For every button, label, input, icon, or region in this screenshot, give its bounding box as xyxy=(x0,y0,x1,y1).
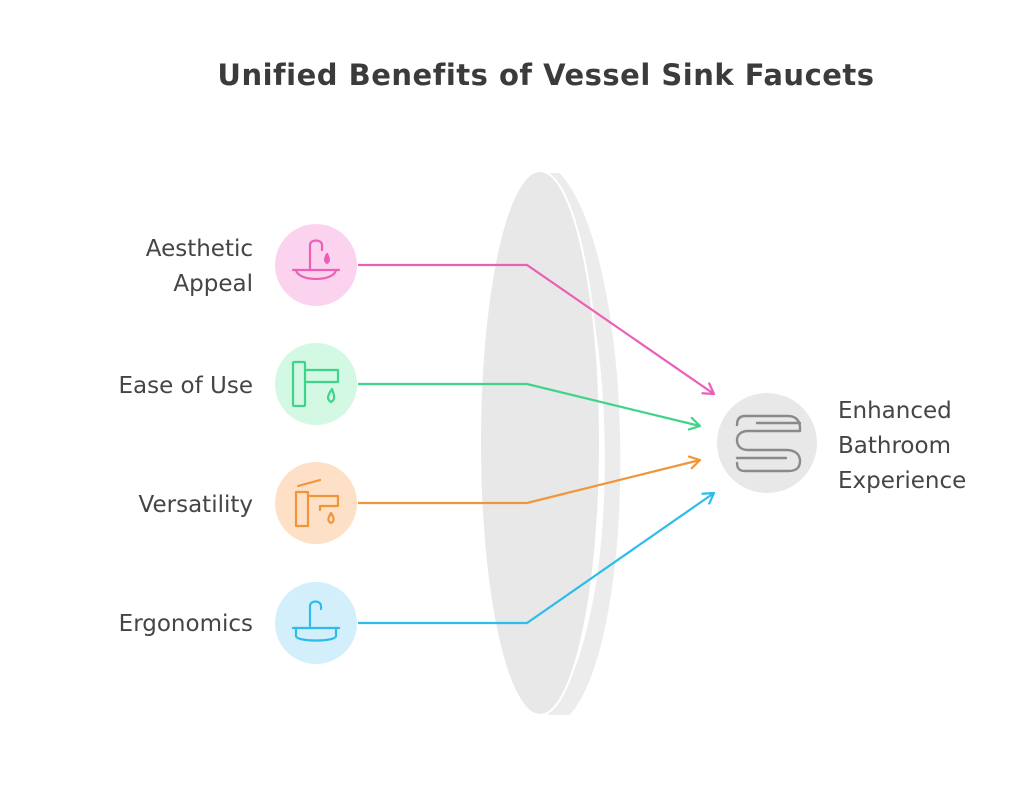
label-line: Ease of Use xyxy=(118,373,253,399)
label-line: Experience xyxy=(838,468,967,494)
tap-drop-icon xyxy=(294,478,340,528)
node-enhanced-bathroom-experience xyxy=(717,393,817,493)
input-label-ergonomics: Ergonomics xyxy=(119,607,253,642)
label-line: Versatility xyxy=(138,492,253,518)
label-line: Appeal xyxy=(173,271,253,297)
label-line: Aesthetic xyxy=(145,236,253,262)
sink-faucet-drop-icon xyxy=(291,239,341,281)
connector-aesthetic-appeal xyxy=(358,263,714,394)
input-label-aesthetic-appeal: Aesthetic Appeal xyxy=(146,232,253,302)
faucet-drop-icon xyxy=(291,360,340,408)
connector-ease-of-use xyxy=(358,382,700,426)
connector-versatility xyxy=(358,460,700,505)
input-label-versatility: Versatility xyxy=(139,488,253,523)
lens xyxy=(479,170,623,717)
towel-stack-icon xyxy=(735,414,802,473)
node-ease-of-use xyxy=(275,343,357,425)
label-line: Enhanced xyxy=(838,398,952,424)
output-label: Enhanced Bathroom Experience xyxy=(838,394,966,499)
label-line: Ergonomics xyxy=(118,611,253,637)
node-aesthetic-appeal xyxy=(275,224,357,306)
basin-faucet-icon xyxy=(291,600,341,642)
connector-ergonomics xyxy=(358,493,714,625)
label-line: Bathroom xyxy=(838,433,951,459)
input-label-ease-of-use: Ease of Use xyxy=(118,369,253,404)
lens-front xyxy=(479,170,601,716)
diagram-title: Unified Benefits of Vessel Sink Faucets xyxy=(217,58,875,92)
node-versatility xyxy=(275,462,357,544)
node-ergonomics xyxy=(275,582,357,664)
